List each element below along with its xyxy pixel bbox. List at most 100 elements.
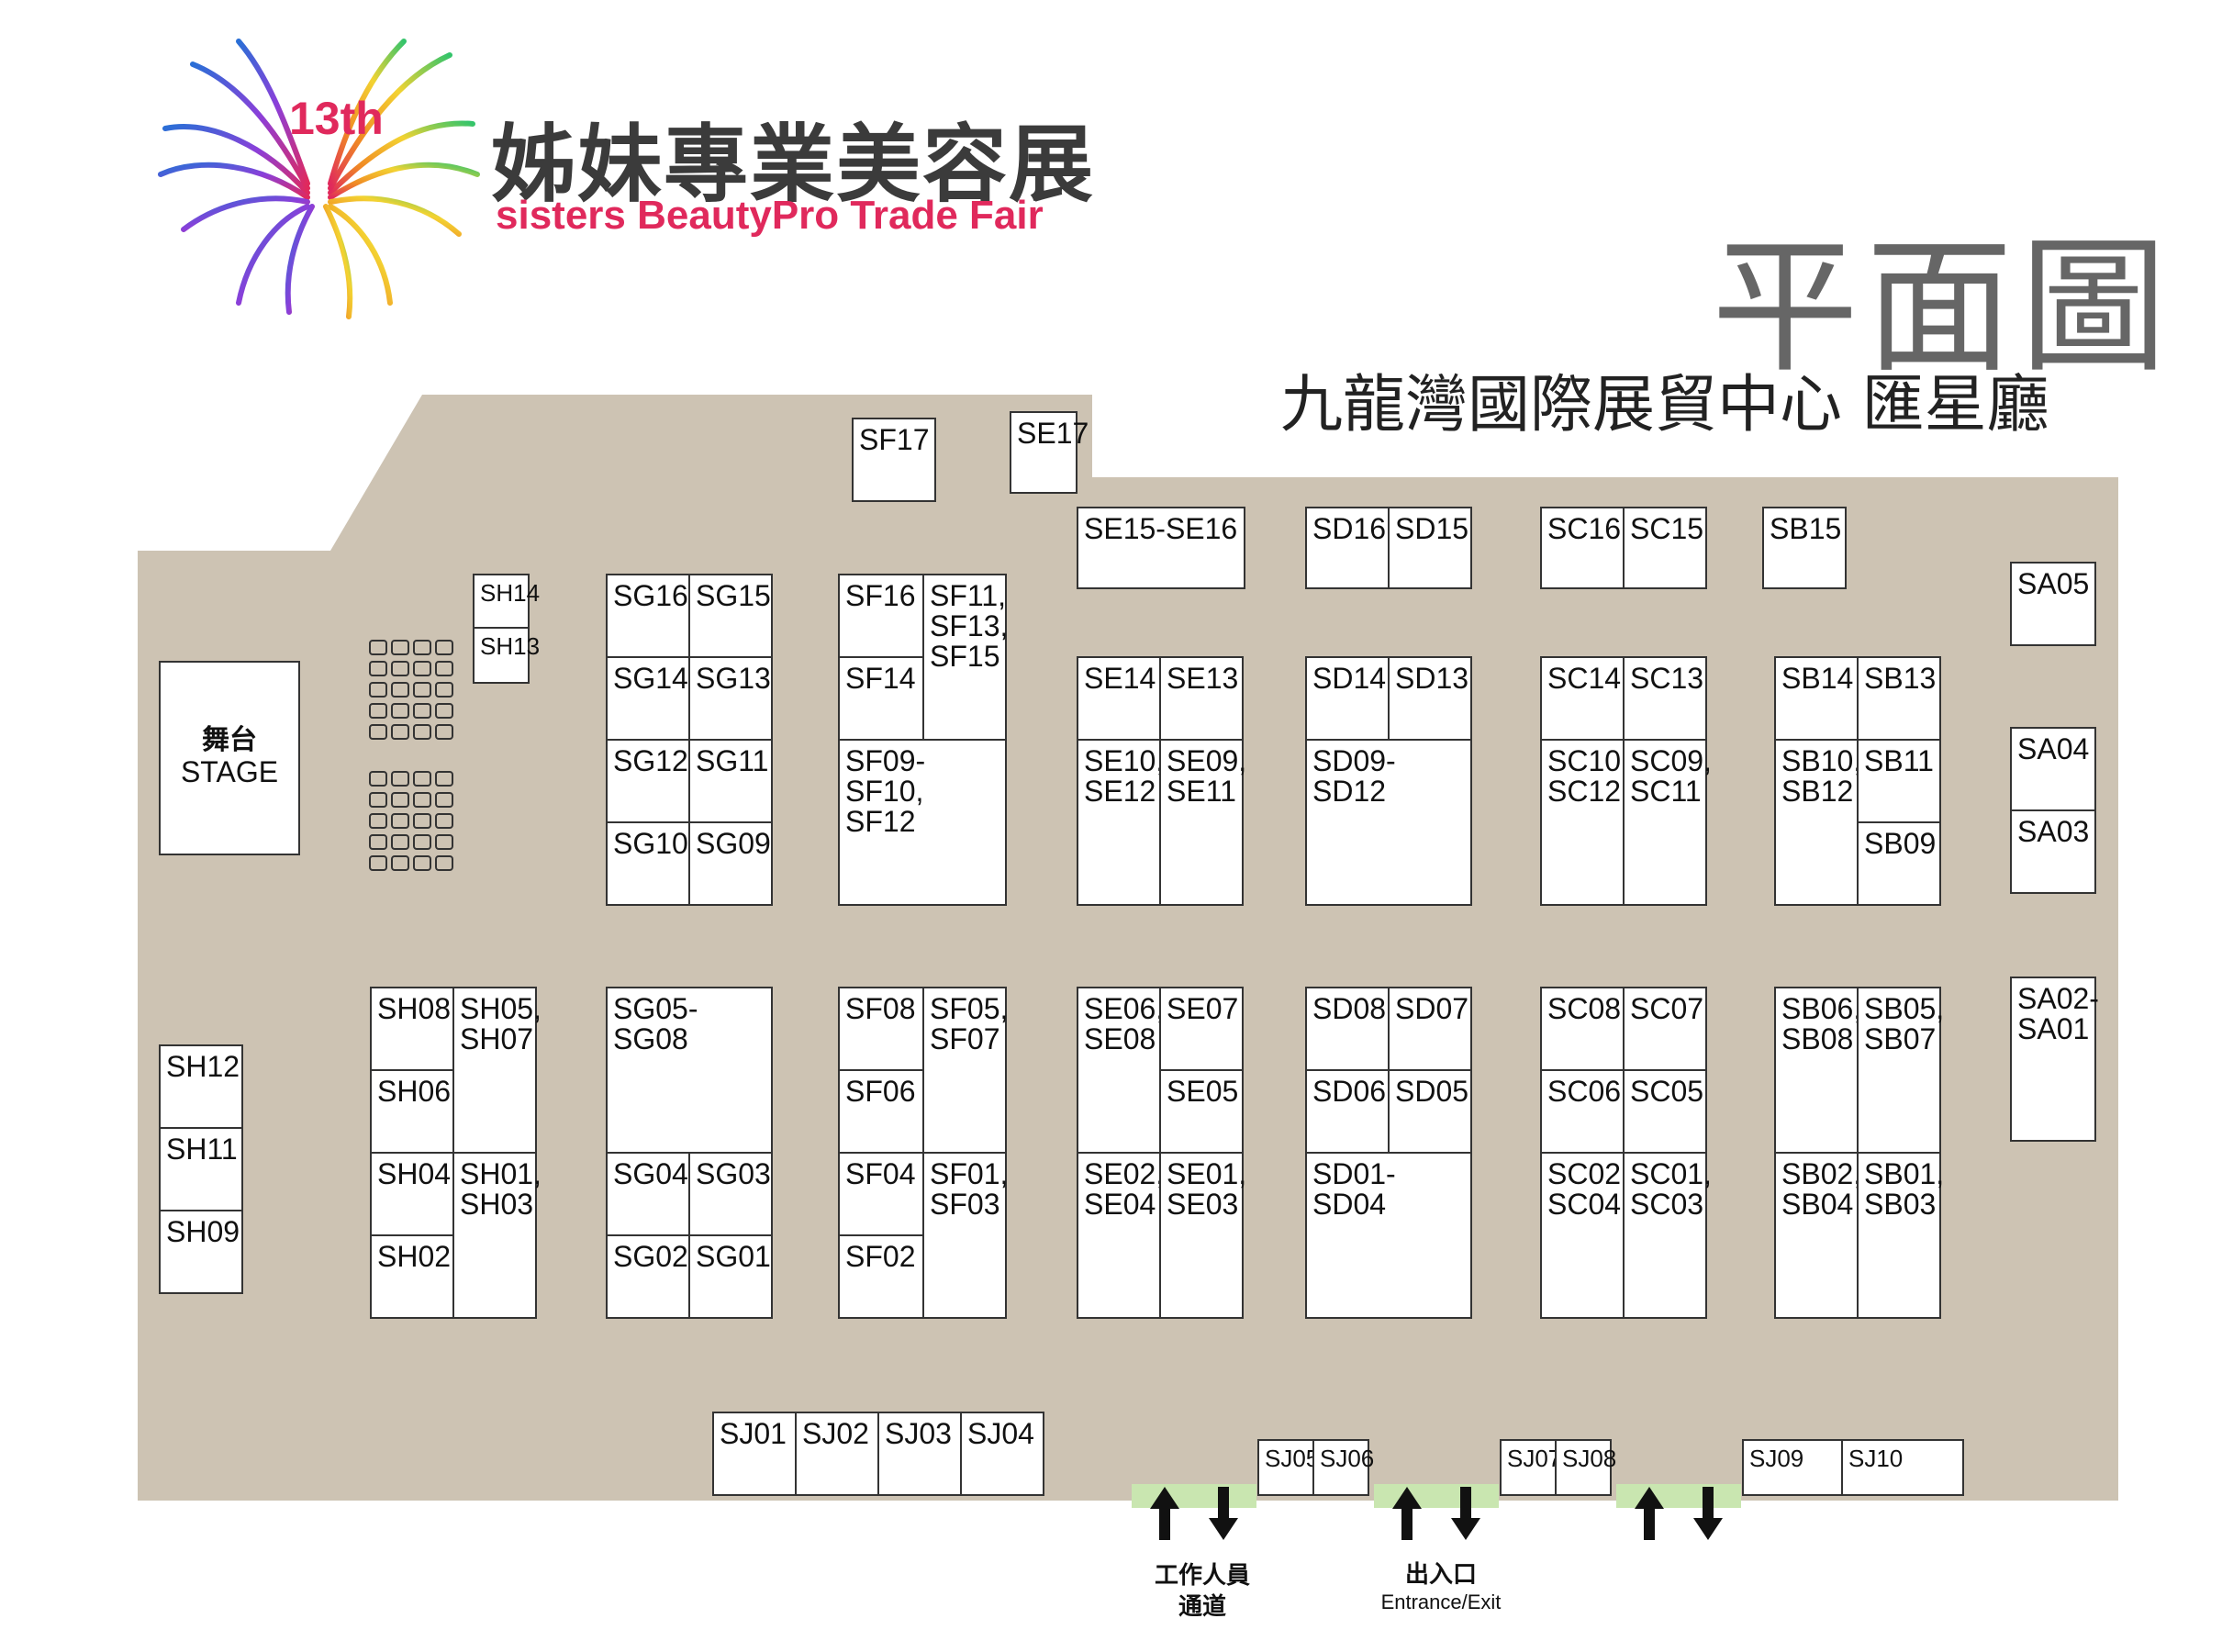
booth-sf06[interactable]: SF06: [838, 1069, 924, 1154]
booth-sh04[interactable]: SH04: [370, 1152, 454, 1236]
booth-sj07[interactable]: SJ07: [1500, 1439, 1561, 1496]
booth-sd01-04[interactable]: SD01- SD04: [1305, 1152, 1472, 1319]
booth-sg12[interactable]: SG12: [606, 739, 690, 823]
seat: [369, 661, 387, 676]
booth-sf04[interactable]: SF04: [838, 1152, 924, 1236]
booth-sc14[interactable]: SC14: [1540, 656, 1625, 741]
booth-se17[interactable]: SE17: [1010, 411, 1089, 494]
booth-sf17[interactable]: SF17: [852, 418, 936, 502]
booth-sb14[interactable]: SB14: [1774, 656, 1859, 741]
booth-sc10-12[interactable]: SC10, SC12: [1540, 739, 1629, 906]
booth-sh11[interactable]: SH11: [159, 1127, 243, 1211]
booth-sc02-04[interactable]: SC02, SC04: [1540, 1152, 1629, 1319]
booth-sg13[interactable]: SG13: [688, 656, 773, 741]
booth-label: SD15: [1395, 512, 1469, 545]
seat: [391, 724, 409, 740]
booth-sd14[interactable]: SD14: [1305, 656, 1390, 741]
booth-sd13[interactable]: SD13: [1388, 656, 1472, 741]
booth-sg03[interactable]: SG03: [688, 1152, 773, 1236]
booth-sj03[interactable]: SJ03: [877, 1412, 962, 1496]
booth-sj04[interactable]: SJ04: [960, 1412, 1044, 1496]
booth-sg02[interactable]: SG02: [606, 1234, 690, 1319]
booth-sb09[interactable]: SB09: [1857, 821, 1941, 906]
booth-sj01[interactable]: SJ01: [712, 1412, 797, 1496]
booth-sf16[interactable]: SF16: [838, 574, 924, 658]
booth-se01-03[interactable]: SE01, SE03: [1159, 1152, 1246, 1319]
booth-sh01-03[interactable]: SH01, SH03: [452, 1152, 542, 1319]
booth-sd15[interactable]: SD15: [1388, 507, 1472, 589]
booth-se02-04[interactable]: SE02, SE04: [1077, 1152, 1164, 1319]
booth-sd08[interactable]: SD08: [1305, 987, 1390, 1071]
booth-sd16[interactable]: SD16: [1305, 507, 1390, 589]
booth-sb02-04[interactable]: SB02, SB04: [1774, 1152, 1861, 1319]
booth-sb10-12[interactable]: SB10, SB12: [1774, 739, 1861, 906]
booth-sg09[interactable]: SG09: [688, 821, 773, 906]
booth-sg15[interactable]: SG15: [688, 574, 773, 658]
booth-sf02[interactable]: SF02: [838, 1234, 924, 1319]
booth-sc05[interactable]: SC05: [1623, 1069, 1707, 1154]
booth-label: SG01: [696, 1240, 771, 1273]
booth-sb06-08[interactable]: SB06, SB08: [1774, 987, 1861, 1154]
booth-sc09-11[interactable]: SC09, SC11: [1623, 739, 1712, 906]
booth-sc01-03[interactable]: SC01, SC03: [1623, 1152, 1712, 1319]
booth-sg10[interactable]: SG10: [606, 821, 690, 906]
booth-sd06[interactable]: SD06: [1305, 1069, 1390, 1154]
booth-se10-12[interactable]: SE10, SE12: [1077, 739, 1164, 906]
booth-sf01-03[interactable]: SF01, SF03: [922, 1152, 1008, 1319]
seat: [435, 792, 453, 808]
booth-sc07[interactable]: SC07: [1623, 987, 1707, 1071]
stage[interactable]: 舞台 STAGE: [159, 661, 300, 855]
booth-sh14[interactable]: SH14: [473, 574, 540, 629]
booth-sc08[interactable]: SC08: [1540, 987, 1625, 1071]
booth-sh13[interactable]: SH13: [473, 627, 540, 684]
booth-sg11[interactable]: SG11: [688, 739, 773, 823]
booth-se09-11[interactable]: SE09, SE11: [1159, 739, 1246, 906]
booth-sb13[interactable]: SB13: [1857, 656, 1941, 741]
booth-sh05-07[interactable]: SH05, SH07: [452, 987, 542, 1154]
booth-sf09-10-12[interactable]: SF09- SF10, SF12: [838, 739, 1007, 906]
booth-sd05[interactable]: SD05: [1388, 1069, 1472, 1154]
booth-sj08[interactable]: SJ08: [1555, 1439, 1616, 1496]
booth-sj10[interactable]: SJ10: [1841, 1439, 1964, 1496]
booth-sf08[interactable]: SF08: [838, 987, 924, 1071]
booth-sj06[interactable]: SJ06: [1312, 1439, 1374, 1496]
booth-sg14[interactable]: SG14: [606, 656, 690, 741]
booth-sb05-07[interactable]: SB05, SB07: [1857, 987, 1944, 1154]
booth-sg05-08[interactable]: SG05- SG08: [606, 987, 773, 1154]
booth-sa05[interactable]: SA05: [2010, 562, 2096, 646]
booth-label: SG16: [613, 579, 688, 612]
booth-se15-16[interactable]: SE15-SE16: [1077, 507, 1245, 589]
booth-sc06[interactable]: SC06: [1540, 1069, 1625, 1154]
booth-sh08[interactable]: SH08: [370, 987, 454, 1071]
booth-sj09[interactable]: SJ09: [1742, 1439, 1843, 1496]
booth-sc13[interactable]: SC13: [1623, 656, 1707, 741]
booth-sj02[interactable]: SJ02: [795, 1412, 879, 1496]
booth-sg01[interactable]: SG01: [688, 1234, 773, 1319]
booth-label: SD16: [1312, 512, 1387, 545]
booth-label: SA02- SA01: [2017, 982, 2099, 1045]
booth-sd09-12[interactable]: SD09- SD12: [1305, 739, 1472, 906]
booth-sc15[interactable]: SC15: [1623, 507, 1707, 589]
booth-se13[interactable]: SE13: [1159, 656, 1244, 741]
booth-sa02-01[interactable]: SA02- SA01: [2010, 977, 2099, 1142]
booth-sf14[interactable]: SF14: [838, 656, 924, 741]
booth-sd07[interactable]: SD07: [1388, 987, 1472, 1071]
booth-sb15[interactable]: SB15: [1762, 507, 1847, 589]
booth-sh12[interactable]: SH12: [159, 1044, 243, 1129]
booth-se05[interactable]: SE05: [1159, 1069, 1244, 1154]
booth-sh09[interactable]: SH09: [159, 1210, 243, 1294]
booth-sh02[interactable]: SH02: [370, 1234, 454, 1319]
booth-sb11[interactable]: SB11: [1857, 739, 1941, 823]
booth-se06-08[interactable]: SE06, SE08: [1077, 987, 1164, 1154]
booth-sj05[interactable]: SJ05: [1257, 1439, 1319, 1496]
booth-sf05-07[interactable]: SF05, SF07: [922, 987, 1008, 1154]
booth-sa04[interactable]: SA04: [2010, 727, 2096, 811]
booth-se14[interactable]: SE14: [1077, 656, 1161, 741]
booth-sg16[interactable]: SG16: [606, 574, 690, 658]
booth-sa03[interactable]: SA03: [2010, 809, 2096, 894]
booth-sb01-03[interactable]: SB01, SB03: [1857, 1152, 1944, 1319]
booth-sg04[interactable]: SG04: [606, 1152, 690, 1236]
booth-sc16[interactable]: SC16: [1540, 507, 1625, 589]
booth-se07[interactable]: SE07: [1159, 987, 1244, 1071]
booth-sh06[interactable]: SH06: [370, 1069, 454, 1154]
